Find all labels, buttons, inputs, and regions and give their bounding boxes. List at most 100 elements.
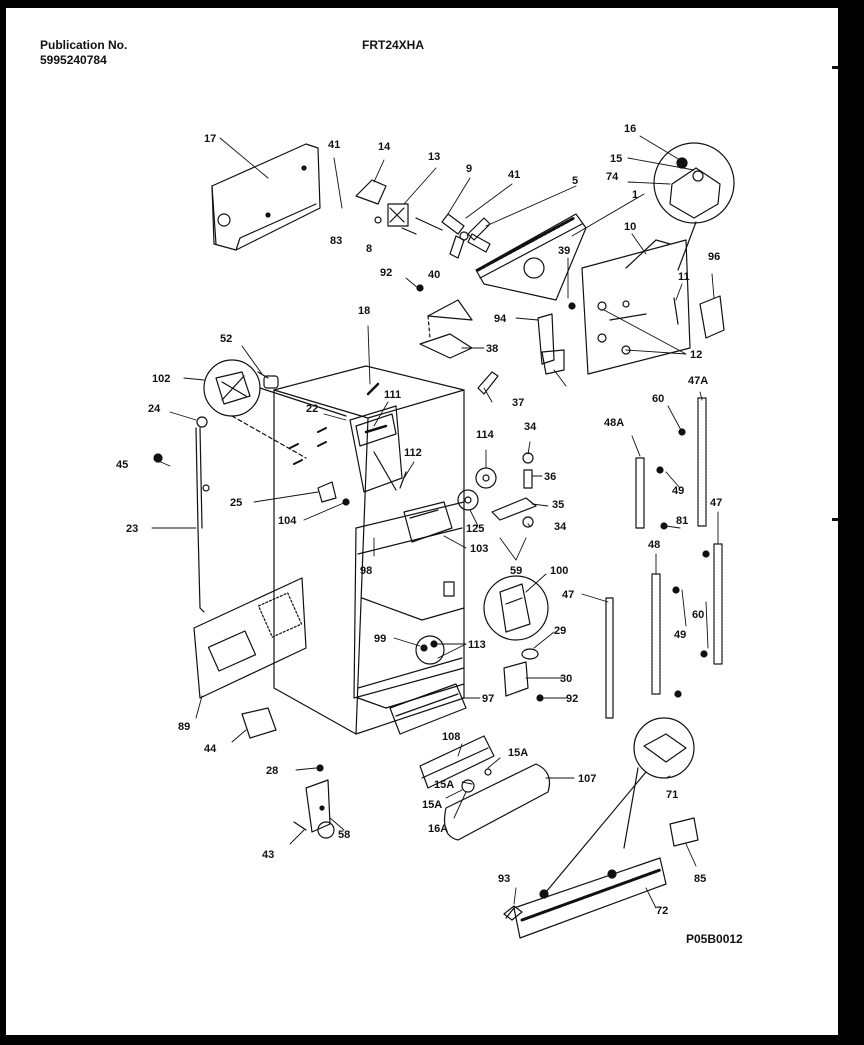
label-59: 59 <box>510 565 522 577</box>
part-13-motor <box>355 179 417 235</box>
label-104: 104 <box>278 515 297 527</box>
label-24: 24 <box>148 403 161 415</box>
part-52-bulb <box>257 371 279 389</box>
part-93-clip <box>503 905 523 921</box>
part-112-bracket <box>399 471 407 489</box>
part-17-shroud <box>211 143 321 251</box>
label-18: 18 <box>358 305 370 317</box>
label-15: 15 <box>610 153 622 165</box>
part-111-cover <box>349 405 403 493</box>
label-60: 60 <box>652 393 664 405</box>
part-71-callout <box>545 717 695 893</box>
leader-lines <box>151 135 719 909</box>
label-22: 22 <box>306 403 318 415</box>
label-92: 92 <box>380 267 392 279</box>
label-114: 114 <box>476 429 495 441</box>
model-number: FRT24XHA <box>362 38 425 52</box>
part-100-callout <box>443 575 549 641</box>
label-14: 14 <box>378 141 391 153</box>
exploded-parts-diagram: 17 41 14 13 9 41 5 16 15 74 1 83 8 10 96… <box>116 123 735 939</box>
label-1: 1 <box>632 189 638 201</box>
label-100: 100 <box>550 565 568 577</box>
label-71: 71 <box>666 789 678 801</box>
label-74: 74 <box>606 171 619 183</box>
part-30-bracket <box>503 648 544 702</box>
label-35: 35 <box>552 499 564 511</box>
label-44: 44 <box>204 743 217 755</box>
part-36-pin <box>522 452 534 528</box>
label-94: 94 <box>494 313 507 325</box>
label-41: 41 <box>328 139 340 151</box>
label-111: 111 <box>384 389 401 401</box>
label-108: 108 <box>442 731 460 743</box>
label-40: 40 <box>428 269 440 281</box>
label-39: 39 <box>558 245 570 257</box>
label-25: 25 <box>230 497 242 509</box>
label-58: 58 <box>338 829 350 841</box>
label-43: 43 <box>262 849 274 861</box>
publication-number: 5995240784 <box>40 53 107 67</box>
label-5: 5 <box>572 175 578 187</box>
label-17: 17 <box>204 133 216 145</box>
label-37: 37 <box>512 397 524 409</box>
label-72: 72 <box>656 905 668 917</box>
part-15-callout <box>653 142 735 271</box>
part-1-evaporator <box>475 213 587 301</box>
part-44-bracket <box>241 707 277 739</box>
label-10: 10 <box>624 221 636 233</box>
label-48: 48 <box>648 539 660 551</box>
diagram-code: P05B0012 <box>686 932 743 946</box>
label-48A: 48A <box>604 417 624 429</box>
label-45: 45 <box>116 459 128 471</box>
edge-mark-middle <box>832 518 838 521</box>
label-23: 23 <box>126 523 138 535</box>
label-15A-c: 15A <box>422 799 442 811</box>
part-25-bracket <box>289 427 350 506</box>
label-103: 103 <box>470 543 488 555</box>
label-36: 36 <box>544 471 556 483</box>
part-96-bracket <box>699 295 725 339</box>
label-83: 83 <box>330 235 342 247</box>
label-49b: 49 <box>674 629 686 641</box>
label-99: 99 <box>374 633 386 645</box>
label-8: 8 <box>366 243 372 255</box>
part-97-shelf-front <box>389 683 467 735</box>
label-125: 125 <box>466 523 484 535</box>
label-15A: 15A <box>508 747 528 759</box>
label-112: 112 <box>404 447 422 459</box>
cabinet-liner <box>273 365 465 735</box>
label-81: 81 <box>676 515 688 527</box>
part-85-cover <box>669 817 699 847</box>
shelf-rails <box>605 397 723 719</box>
part-35-hinge <box>491 497 537 521</box>
label-29: 29 <box>554 625 566 637</box>
label-89: 89 <box>178 721 190 733</box>
label-38: 38 <box>486 343 498 355</box>
label-16A: 16A <box>428 823 448 835</box>
part-18-screw <box>366 382 380 396</box>
part-89-panel <box>193 577 307 699</box>
edge-mark-top <box>832 66 838 69</box>
label-28: 28 <box>266 765 278 777</box>
label-47b: 47 <box>562 589 574 601</box>
label-113: 113 <box>468 639 486 651</box>
label-12: 12 <box>690 349 702 361</box>
label-102: 102 <box>152 373 170 385</box>
label-49: 49 <box>672 485 684 497</box>
label-41b: 41 <box>508 169 520 181</box>
label-93: 93 <box>498 873 510 885</box>
label-52: 52 <box>220 333 232 345</box>
label-47A: 47A <box>688 375 708 387</box>
label-15A-b: 15A <box>434 779 454 791</box>
part-11-screw <box>673 297 679 325</box>
label-92b: 92 <box>566 693 578 705</box>
part-72-toe-grille <box>505 857 667 939</box>
part-labels: 17 41 14 13 9 41 5 16 15 74 1 83 8 10 96… <box>116 123 722 917</box>
label-30: 30 <box>560 673 572 685</box>
publication-label: Publication No. <box>40 38 128 52</box>
label-107: 107 <box>578 773 596 785</box>
diagram-sheet: Publication No. 5995240784 FRT24XHA <box>6 8 838 1035</box>
label-34b: 34 <box>554 521 567 533</box>
part-102-callout <box>203 359 347 459</box>
label-97: 97 <box>482 693 494 705</box>
